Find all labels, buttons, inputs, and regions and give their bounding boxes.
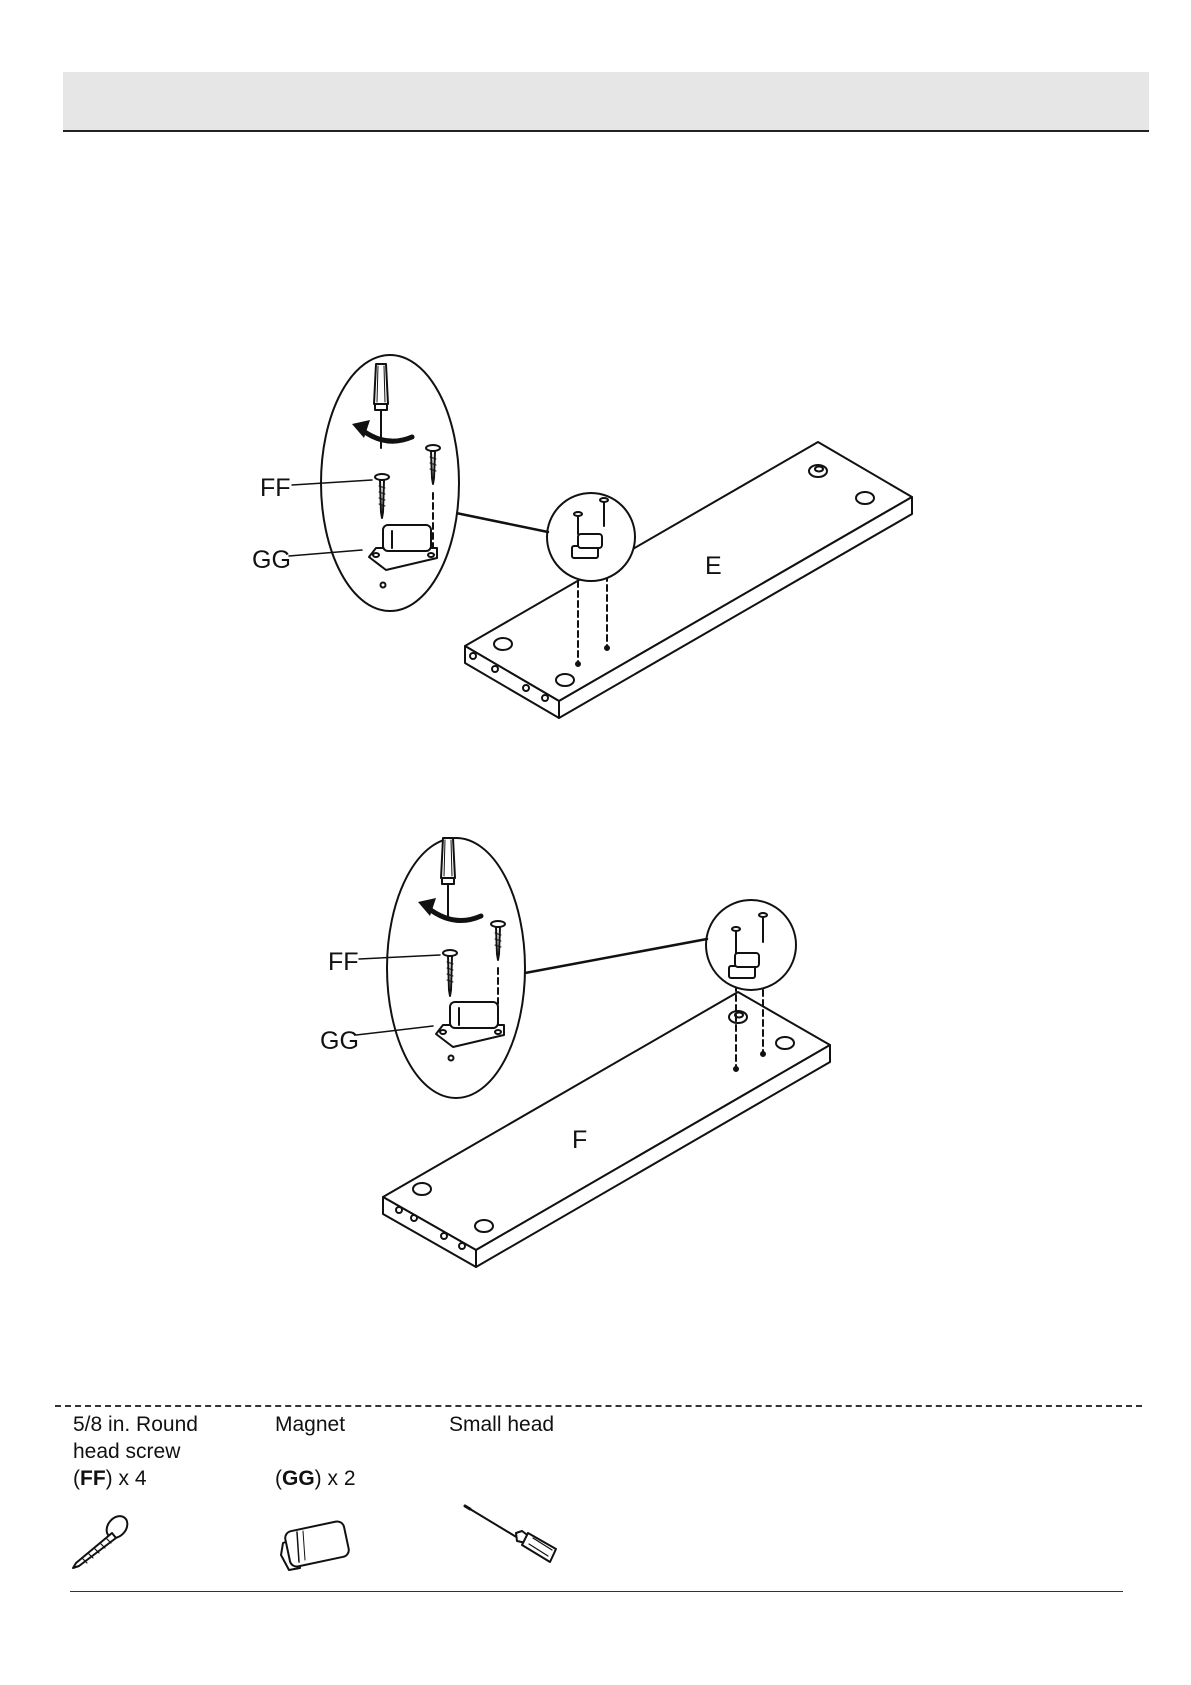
panel-f-figure: FF GG F: [320, 838, 830, 1267]
parts-icons: [73, 1506, 556, 1570]
panel-e-detail-circle: [547, 493, 635, 581]
part-quantity: (FF) x 4: [73, 1465, 198, 1492]
panel-f-detail-circle: [706, 900, 796, 990]
screw-icon: [73, 1512, 132, 1568]
part-name-line1: Small head: [449, 1411, 554, 1438]
part-code: GG: [282, 1467, 315, 1490]
panel-e-figure: FF GG E: [252, 355, 912, 718]
panel-e-board: [465, 442, 912, 718]
part-count: x 4: [118, 1467, 146, 1490]
part-count: x 2: [328, 1467, 356, 1490]
callout-gg: GG: [320, 1027, 359, 1055]
part-small-head-screwdriver: Small head: [449, 1411, 554, 1438]
part-name-line1: 5/8 in. Round: [73, 1411, 198, 1438]
part-round-head-screw: 5/8 in. Round head screw (FF) x 4: [73, 1411, 198, 1492]
part-name-line2: head screw: [73, 1438, 198, 1465]
panel-label-f: F: [572, 1126, 587, 1154]
part-name-line2: [275, 1438, 356, 1465]
magnet-icon: [281, 1520, 350, 1570]
screwdriver-icon: [465, 1506, 556, 1562]
part-quantity: (GG) x 2: [275, 1465, 356, 1492]
panel-f-detail-ellipse: [387, 838, 525, 1098]
callout-ff: FF: [328, 948, 359, 976]
parts-divider: [55, 1405, 1142, 1407]
part-name-line1: Magnet: [275, 1411, 356, 1438]
callout-gg: GG: [252, 546, 291, 574]
part-magnet: Magnet (GG) x 2: [275, 1411, 356, 1492]
part-code: FF: [80, 1467, 106, 1490]
panel-e-detail-ellipse: [321, 355, 459, 611]
parts-bottom-rule: [70, 1591, 1123, 1592]
callout-ff: FF: [260, 474, 291, 502]
panel-label-e: E: [705, 552, 722, 580]
